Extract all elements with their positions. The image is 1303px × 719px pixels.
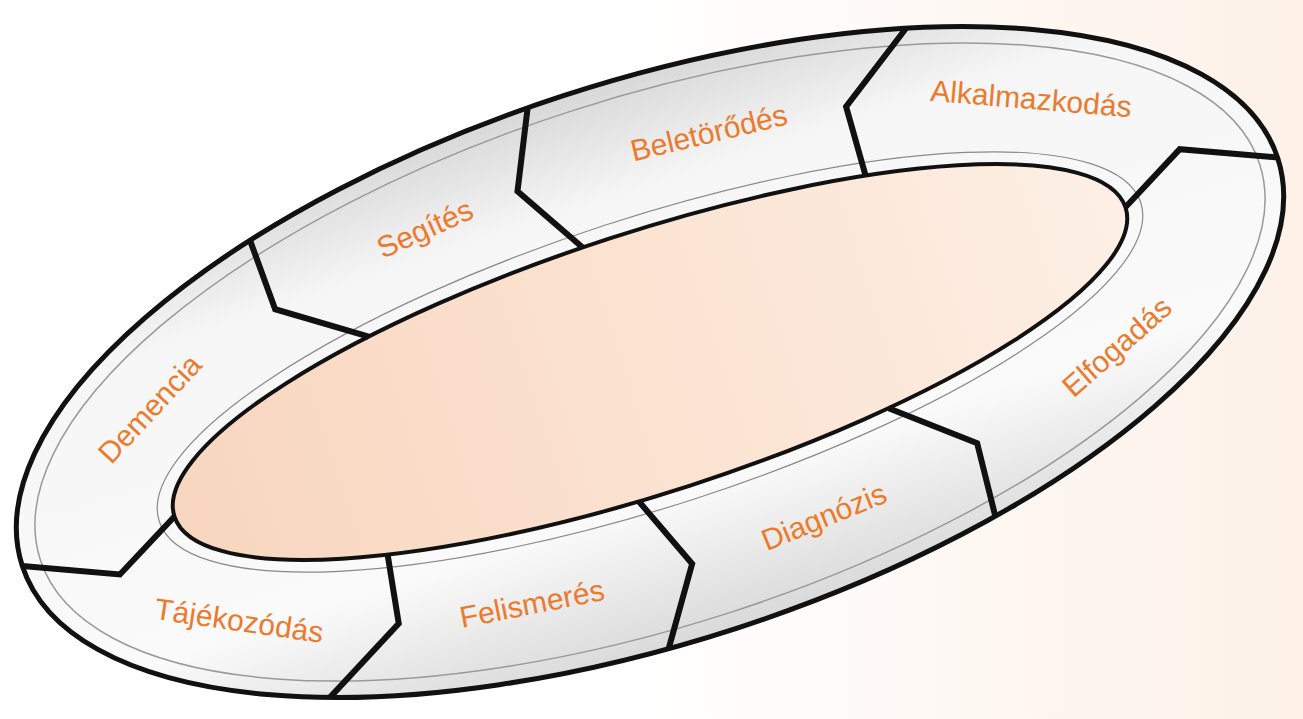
stage-label: Tájékozódás [152,591,326,651]
cycle-stage: Tájékozódás [146,589,332,655]
chevron-divider [639,502,692,649]
chevron-divider [889,408,996,516]
chevron-divider [250,240,369,336]
stage-label: Felismerés [457,572,608,636]
cycle-stage: Elfogadás [1049,284,1185,410]
stage-label: Beletörődés [627,96,791,168]
cycle-stage: Segítés [365,188,485,271]
stage-label: Demencia [91,347,209,470]
chevron-divider [846,28,906,175]
cycle-stage: Alkalmazkodás [922,71,1138,128]
chevron-layer [22,28,1277,697]
stage-label: Alkalmazkodás [929,73,1133,125]
stage-label: Elfogadás [1055,289,1179,404]
chevron-divider [1125,149,1277,207]
cycle-stage: Diagnózis [750,471,898,562]
stage-label: Diagnózis [756,475,892,558]
cycle-stage: Beletörődés [620,93,797,172]
chevron-divider [518,108,583,248]
chevron-divider [330,555,399,698]
stage-label: Segítés [371,192,479,267]
chevron-divider [22,517,174,575]
cycle-stage: Felismerés [451,569,614,639]
ring-shade-line [115,66,1185,659]
ring-inner-edge [134,84,1165,640]
cycle-stage: Demencia [86,341,215,476]
